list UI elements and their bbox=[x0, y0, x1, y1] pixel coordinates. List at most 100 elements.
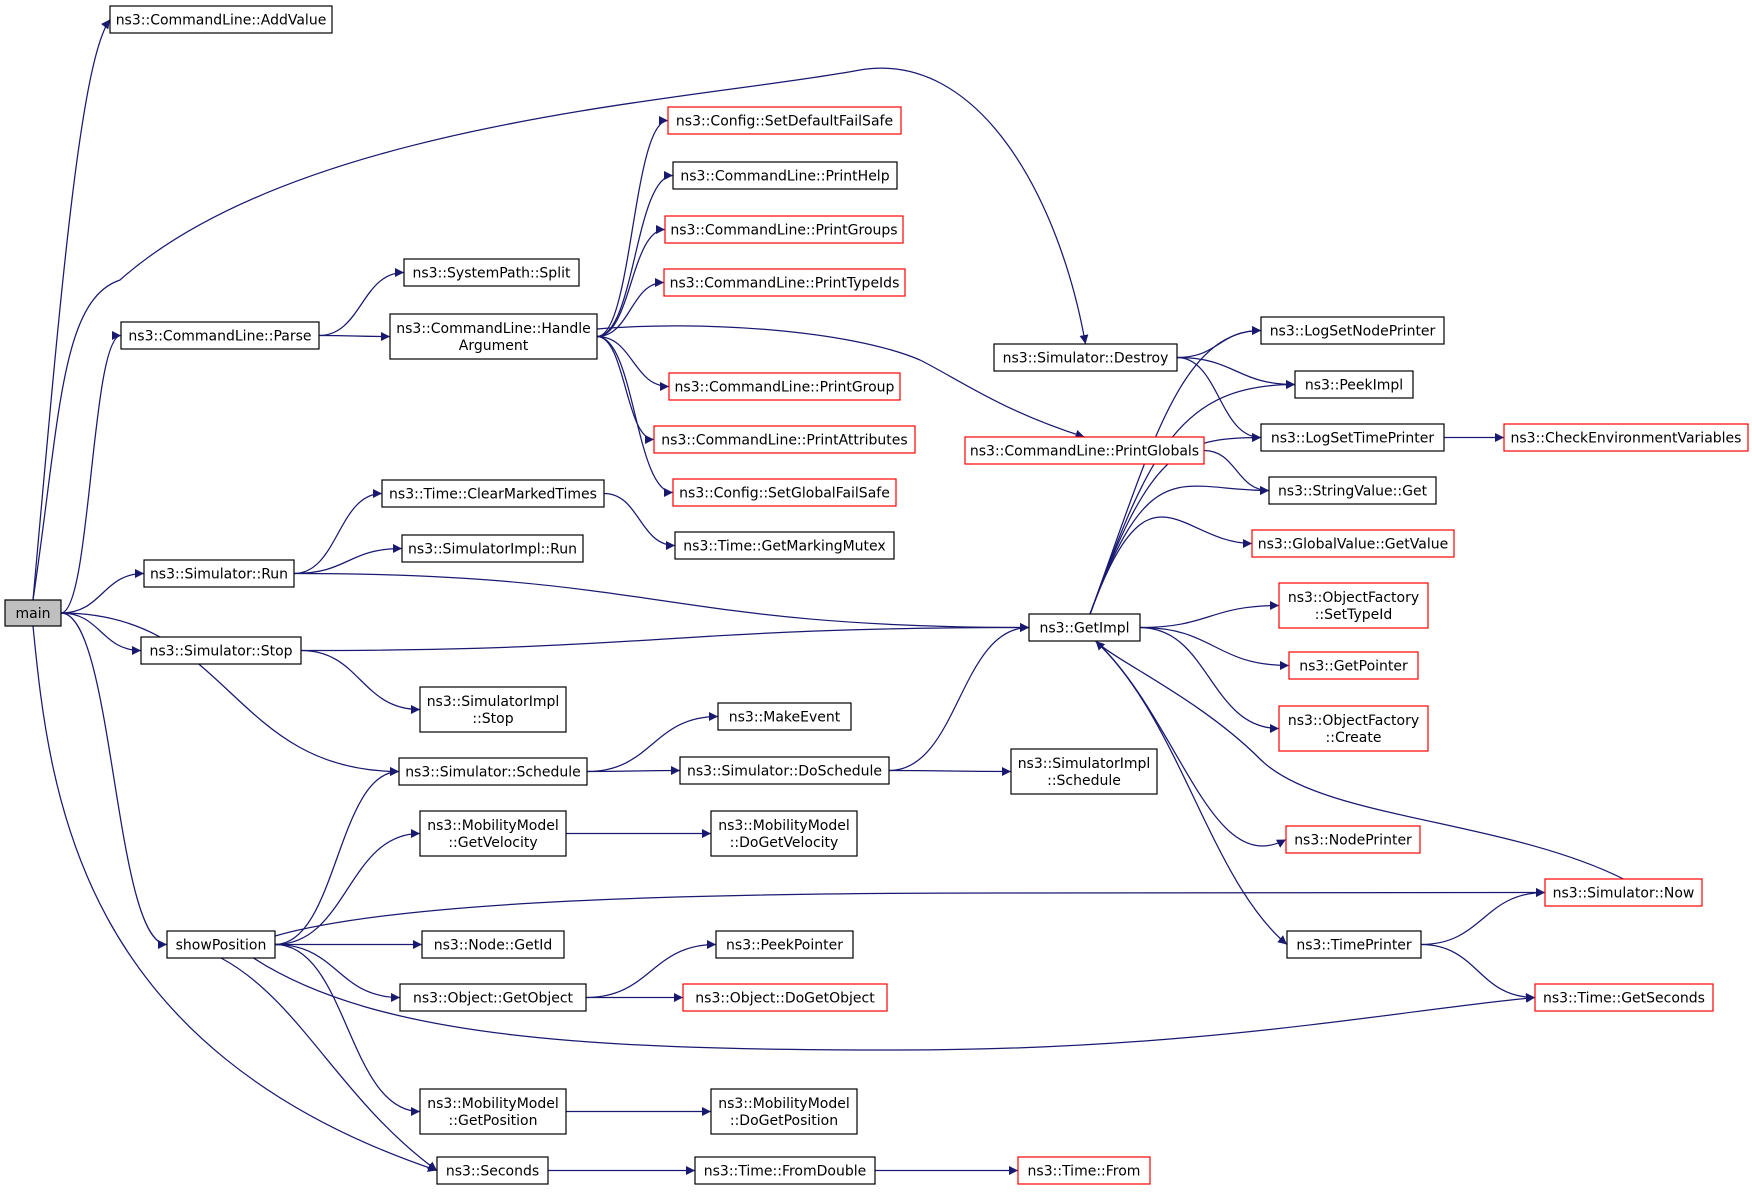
node-box bbox=[664, 215, 904, 244]
node-box bbox=[1278, 582, 1429, 629]
node-sim-doschedule[interactable]: ns3::Simulator::DoSchedule bbox=[679, 756, 890, 785]
node-cfg-setdefault[interactable]: ns3::Config::SetDefaultFailSafe bbox=[667, 106, 902, 135]
node-peek-impl[interactable]: ns3::PeekImpl bbox=[1294, 370, 1414, 399]
node-label: ns3::Time::GetMarkingMutex bbox=[683, 539, 885, 555]
edge-line bbox=[300, 649, 421, 714]
node-label: ns3::SystemPath::Split bbox=[413, 266, 571, 282]
node-clear-marked[interactable]: ns3::Time::ClearMarkedTimes bbox=[381, 479, 605, 508]
node-label: ns3::CommandLine::PrintGroup bbox=[675, 380, 895, 396]
node-sim-run[interactable]: ns3::Simulator::Run bbox=[143, 559, 295, 588]
node-show-position[interactable]: showPosition bbox=[166, 930, 276, 959]
node-label: ns3::PeekImpl bbox=[1305, 378, 1403, 394]
edge-line bbox=[60, 331, 122, 614]
edge-line bbox=[1089, 485, 1270, 615]
node-peek-pointer[interactable]: ns3::PeekPointer bbox=[715, 930, 854, 959]
node-label: ns3::Node::GetId bbox=[434, 938, 552, 954]
node-node-getid[interactable]: ns3::Node::GetId bbox=[421, 930, 565, 959]
node-label: ::Create bbox=[1326, 730, 1382, 746]
edge-line bbox=[603, 492, 676, 550]
node-print-attrs[interactable]: ns3::CommandLine::PrintAttributes bbox=[653, 425, 916, 454]
node-mm-getpos[interactable]: ns3::MobilityModel::GetPosition bbox=[419, 1088, 567, 1135]
node-label: ns3::Time::ClearMarkedTimes bbox=[389, 487, 597, 503]
node-box bbox=[419, 1088, 567, 1135]
node-print-typeids[interactable]: ns3::CommandLine::PrintTypeIds bbox=[663, 268, 906, 297]
node-make-event[interactable]: ns3::MakeEvent bbox=[717, 702, 852, 731]
node-label: ::Stop bbox=[472, 711, 513, 727]
node-label: ns3::Time::GetSeconds bbox=[1543, 991, 1705, 1007]
node-time-fromdouble[interactable]: ns3::Time::FromDouble bbox=[694, 1156, 876, 1185]
edge-line bbox=[1203, 449, 1270, 495]
node-cmd-parse[interactable]: ns3::CommandLine::Parse bbox=[120, 321, 320, 350]
node-cmd-addvalue[interactable]: ns3::CommandLine::AddValue bbox=[109, 5, 333, 34]
edge-sim-destroy-to-log-set-time-printer bbox=[1176, 356, 1262, 442]
node-label: ns3::Object::DoGetObject bbox=[695, 991, 875, 1007]
node-print-help[interactable]: ns3::CommandLine::PrintHelp bbox=[672, 161, 898, 190]
node-global-value-get[interactable]: ns3::GlobalValue::GetValue bbox=[1251, 529, 1455, 558]
node-node-printer[interactable]: ns3::NodePrinter bbox=[1285, 825, 1421, 854]
node-label: ns3::CommandLine::AddValue bbox=[116, 13, 327, 29]
node-get-pointer[interactable]: ns3::GetPointer bbox=[1288, 651, 1419, 680]
node-print-group[interactable]: ns3::CommandLine::PrintGroup bbox=[668, 372, 901, 401]
node-of-settypeid[interactable]: ns3::ObjectFactory::SetTypeId bbox=[1278, 582, 1429, 629]
node-box bbox=[166, 930, 276, 959]
node-label: ns3::Time::FromDouble bbox=[704, 1164, 867, 1180]
node-box bbox=[672, 161, 898, 190]
node-sim-destroy[interactable]: ns3::Simulator::Destroy bbox=[993, 343, 1178, 372]
edge-sim-schedule-to-sim-doschedule bbox=[586, 766, 681, 776]
node-time-getseconds[interactable]: ns3::Time::GetSeconds bbox=[1534, 983, 1714, 1012]
node-time-from[interactable]: ns3::Time::From bbox=[1017, 1156, 1151, 1185]
node-simimpl-stop[interactable]: ns3::SimulatorImpl::Stop bbox=[419, 686, 567, 733]
node-label: ns3::Simulator::Stop bbox=[149, 644, 292, 660]
node-box bbox=[679, 756, 890, 785]
node-simimpl-run[interactable]: ns3::SimulatorImpl::Run bbox=[401, 534, 584, 563]
node-obj-dogetobject[interactable]: ns3::Object::DoGetObject bbox=[682, 983, 888, 1012]
edge-main-to-show-position bbox=[60, 612, 168, 949]
node-sim-schedule[interactable]: ns3::Simulator::Schedule bbox=[398, 757, 588, 786]
edge-line bbox=[60, 612, 142, 655]
edge-line bbox=[1095, 640, 1287, 848]
node-time-printer[interactable]: ns3::TimePrinter bbox=[1286, 930, 1422, 959]
node-label: ns3::MakeEvent bbox=[729, 710, 841, 726]
node-of-create[interactable]: ns3::ObjectFactory::Create bbox=[1278, 705, 1429, 752]
node-print-groups[interactable]: ns3::CommandLine::PrintGroups bbox=[664, 215, 904, 244]
node-log-set-node-printer[interactable]: ns3::LogSetNodePrinter bbox=[1260, 316, 1445, 345]
node-mm-getvel[interactable]: ns3::MobilityModel::GetVelocity bbox=[419, 810, 567, 857]
node-sim-stop[interactable]: ns3::Simulator::Stop bbox=[140, 636, 302, 665]
node-mm-dogetvel[interactable]: ns3::MobilityModel::DoGetVelocity bbox=[710, 810, 858, 857]
node-seconds[interactable]: ns3::Seconds bbox=[436, 1156, 549, 1185]
node-sim-now[interactable]: ns3::Simulator::Now bbox=[1544, 878, 1703, 907]
node-label: ns3::Simulator::Now bbox=[1553, 886, 1695, 902]
edge-sim-schedule-to-make-event bbox=[586, 712, 719, 773]
node-print-globals[interactable]: ns3::CommandLine::PrintGlobals bbox=[964, 436, 1205, 465]
node-get-impl[interactable]: ns3::GetImpl bbox=[1028, 613, 1141, 642]
edge-line bbox=[596, 335, 655, 444]
node-simimpl-schedule[interactable]: ns3::SimulatorImpl::Schedule bbox=[1010, 748, 1158, 795]
node-box bbox=[1294, 370, 1414, 399]
edge-line bbox=[1176, 356, 1262, 442]
node-box bbox=[674, 531, 895, 560]
node-box bbox=[1010, 748, 1158, 795]
edge-get-impl-to-get-pointer bbox=[1139, 626, 1290, 670]
node-mm-dogetpos[interactable]: ns3::MobilityModel::DoGetPosition bbox=[710, 1088, 858, 1135]
node-box bbox=[109, 5, 333, 34]
node-box bbox=[1028, 613, 1141, 642]
node-label: main bbox=[16, 606, 51, 622]
node-box bbox=[715, 930, 854, 959]
node-box bbox=[1251, 529, 1455, 558]
node-box bbox=[1017, 1156, 1151, 1185]
node-label: ns3::LogSetTimePrinter bbox=[1271, 431, 1435, 447]
node-box bbox=[1260, 316, 1445, 345]
node-sp-split[interactable]: ns3::SystemPath::Split bbox=[403, 258, 580, 287]
node-cfg-setglobal[interactable]: ns3::Config::SetGlobalFailSafe bbox=[672, 478, 897, 507]
edge-line bbox=[1089, 380, 1296, 615]
node-main[interactable]: main bbox=[4, 599, 62, 627]
node-box bbox=[682, 983, 888, 1012]
node-get-marking-mutex[interactable]: ns3::Time::GetMarkingMutex bbox=[674, 531, 895, 560]
edge-main-to-sim-destroy bbox=[32, 67, 1089, 601]
node-log-set-time-printer[interactable]: ns3::LogSetTimePrinter bbox=[1260, 423, 1445, 452]
node-check-env[interactable]: ns3::CheckEnvironmentVariables bbox=[1503, 423, 1749, 452]
node-string-value-get[interactable]: ns3::StringValue::Get bbox=[1268, 476, 1437, 505]
node-obj-getobject[interactable]: ns3::Object::GetObject bbox=[399, 983, 587, 1012]
